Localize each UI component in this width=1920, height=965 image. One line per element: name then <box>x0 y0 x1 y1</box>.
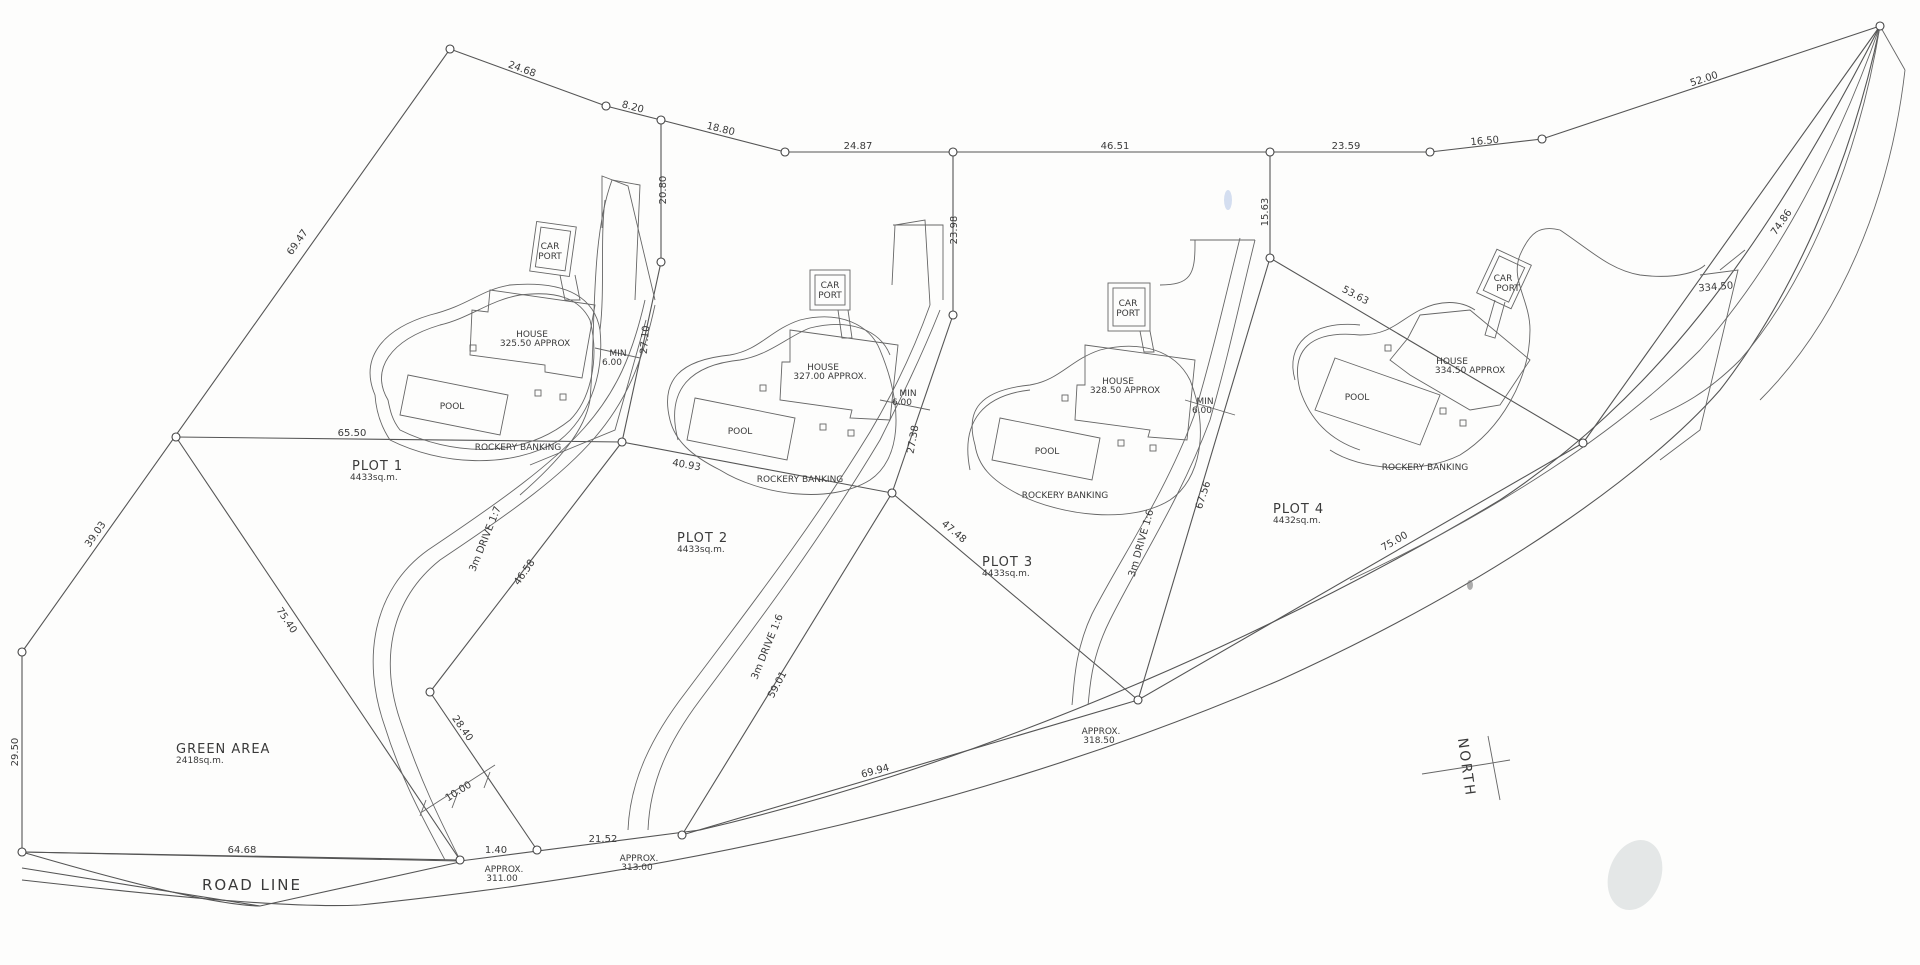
green-area-area: 2418sq.m. <box>176 756 224 766</box>
dim-75-40: 75.40 <box>274 606 299 636</box>
dim-20-80: 20.80 <box>658 176 669 205</box>
plot-labels: PLOT 1 4433sq.m. PLOT 2 4433sq.m. PLOT 3… <box>176 459 1324 766</box>
dim-23-98: 23.98 <box>949 216 960 245</box>
dim-29-50: 29.50 <box>10 738 21 767</box>
dim-59-01: 59.01 <box>766 670 789 700</box>
plot4-area: 4432sq.m. <box>1273 516 1321 526</box>
carport-label-plot3: CAR <box>1119 299 1138 309</box>
drive1-label: 3m DRIVE 1:7 <box>468 505 504 573</box>
dim-75-00: 75.00 <box>1380 530 1410 554</box>
house-plot4-group: CAR PORT HOUSE 334.50 APPROX POOL ROCKER… <box>1292 228 1706 473</box>
approx-label-3: APPROX. <box>1082 727 1121 737</box>
house-plot2-group: CAR PORT HOUSE 327.00 APPROX. POOL ROCKE… <box>667 224 944 495</box>
house-level-plot2: 327.00 APPROX. <box>793 372 866 382</box>
plot2-area: 4433sq.m. <box>677 545 725 555</box>
dim-65-50: 65.50 <box>338 428 367 439</box>
carport-sub-plot1: PORT <box>538 252 562 262</box>
pool-label-plot4: POOL <box>1345 393 1370 403</box>
pool-label-plot3: POOL <box>1035 447 1060 457</box>
north-label: NORTH <box>1454 737 1478 798</box>
dim-16-50: 16.50 <box>1470 135 1499 148</box>
plot1-area: 4433sq.m. <box>350 473 398 483</box>
carport-sub-plot4: PORT <box>1496 284 1520 294</box>
dimension-labels: 24.68 8.20 18.80 24.87 46.51 23.59 16.50… <box>10 60 1795 856</box>
house-level-plot3: 328.50 APPROX <box>1090 386 1160 396</box>
min-label-3: MIN <box>1196 397 1213 407</box>
house-plot1-group: CAR PORT HOUSE 325.50 APPROX POOL ROCKER… <box>369 179 641 496</box>
dim-24-68: 24.68 <box>507 60 538 80</box>
dim-21-52: 21.52 <box>589 834 618 845</box>
house-plot3-group: CAR PORT HOUSE 328.50 APPROX POOL ROCKER… <box>967 240 1201 516</box>
rockery-label-plot1: ROCKERY BANKING <box>475 443 562 453</box>
road-levels: APPROX. 311.00 APPROX. 313.00 APPROX. 31… <box>485 727 1121 884</box>
house-title-plot4: HOUSE <box>1436 357 1468 367</box>
north-arrow: NORTH <box>1421 735 1511 801</box>
dim-1-40: 1.40 <box>485 845 507 856</box>
pool-label-plot1: POOL <box>440 402 465 412</box>
house-level-plot4: 334.50 APPROX <box>1435 366 1505 376</box>
rockery-label-plot3: ROCKERY BANKING <box>1022 491 1109 501</box>
dim-40-93: 40.93 <box>671 458 701 474</box>
plot4-name: PLOT 4 <box>1273 502 1324 517</box>
house-title-plot3: HOUSE <box>1102 377 1134 387</box>
green-area-name: GREEN AREA <box>176 742 270 757</box>
plot3-area: 4433sq.m. <box>982 569 1030 579</box>
rockery-label-plot2: ROCKERY BANKING <box>757 475 844 485</box>
dim-67-56: 67.56 <box>1194 480 1213 511</box>
min-label-2: MIN <box>899 389 916 399</box>
dim-47-48: 47.48 <box>939 519 968 546</box>
carport-sub-plot3: PORT <box>1116 309 1140 319</box>
carport-label-plot1: CAR <box>541 242 560 252</box>
dim-27-10: 27.10 <box>639 325 652 354</box>
survey-nodes <box>17 21 1885 865</box>
dim-46-51: 46.51 <box>1101 141 1130 152</box>
dim-27-38: 27.38 <box>906 425 922 455</box>
dim-52-00: 52.00 <box>1689 70 1720 89</box>
min-label-1: MIN <box>609 349 626 359</box>
house-title-plot2: HOUSE <box>807 363 839 373</box>
driveways <box>372 175 1256 861</box>
min-value-2: 6.00 <box>892 398 912 408</box>
approx-label-2: APPROX. <box>620 854 659 864</box>
dim-334-50: 334.50 <box>1698 281 1734 295</box>
carport-label-plot2: CAR <box>821 281 840 291</box>
road-line-label: ROAD LINE <box>202 876 302 894</box>
carport-sub-plot2: PORT <box>818 291 842 301</box>
dim-10-00: 10.00 <box>444 780 474 805</box>
dim-46-58: 46.58 <box>512 558 537 588</box>
dim-69-47: 69.47 <box>285 228 310 258</box>
level-318: 318.50 <box>1083 736 1115 746</box>
dim-24-87: 24.87 <box>844 141 873 152</box>
dim-53-63: 53.63 <box>1340 284 1370 307</box>
scan-smudge <box>1224 190 1663 910</box>
road-edges <box>21 25 1906 907</box>
plot3-name: PLOT 3 <box>982 555 1033 570</box>
dim-23-59: 23.59 <box>1332 141 1361 152</box>
dim-64-68: 64.68 <box>228 845 257 856</box>
pool-label-plot2: POOL <box>728 427 753 437</box>
drive-labels: 3m DRIVE 1:7 3m DRIVE 1:6 3m DRIVE 1:6 <box>468 505 1157 681</box>
dim-15-63: 15.63 <box>1260 198 1271 227</box>
carport-label-plot4: CAR <box>1494 274 1513 284</box>
level-311: 311.00 <box>486 874 518 884</box>
house-level-plot1: 325.50 APPROX <box>500 339 570 349</box>
plot1-name: PLOT 1 <box>352 459 403 474</box>
level-313: 313.00 <box>621 863 653 873</box>
min-value-1: 6.00 <box>602 358 622 368</box>
min-value-3: 6.00 <box>1192 406 1212 416</box>
house-title-plot1: HOUSE <box>516 330 548 340</box>
approx-label-1: APPROX. <box>485 865 524 875</box>
min-setback-markers: MIN 6.00 MIN 6.00 MIN 6.00 <box>594 347 1236 416</box>
rockery-label-plot4: ROCKERY BANKING <box>1382 463 1469 473</box>
plot2-name: PLOT 2 <box>677 531 728 546</box>
boundary-lines <box>21 25 1881 861</box>
drive1-width-ticks <box>419 764 496 817</box>
